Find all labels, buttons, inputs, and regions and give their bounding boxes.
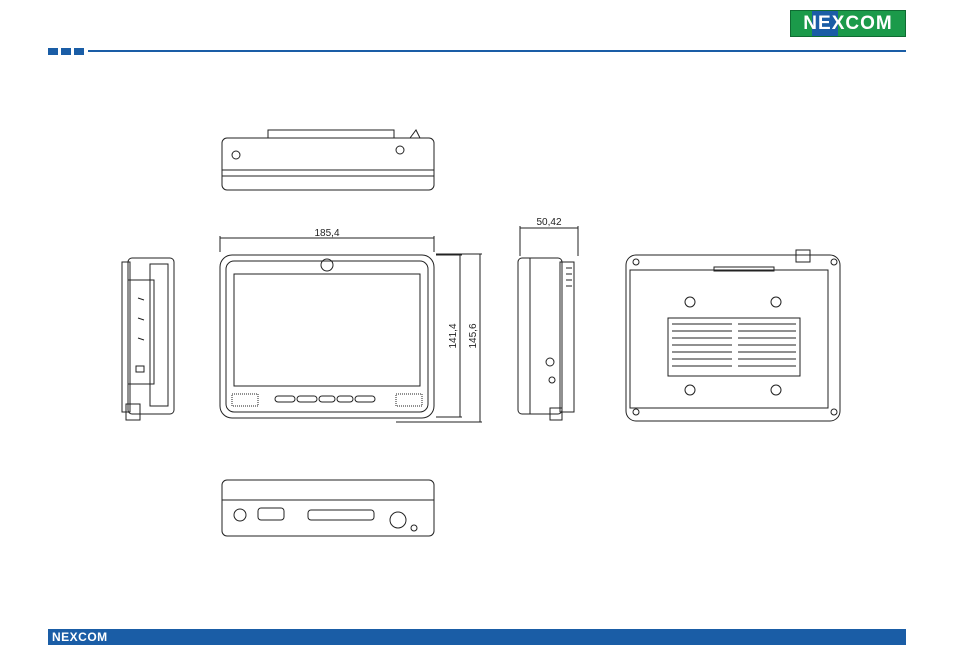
front-view [220,236,482,422]
bottom-view [222,480,434,536]
footer-bar: NEXCOM [48,629,906,645]
rear-view [626,250,840,421]
dim-height-inner-label: 141,4 [448,323,459,348]
top-view [222,130,434,190]
left-side-view [122,258,174,420]
dim-width-label: 185,4 [314,228,339,239]
dim-height-outer-label: 145,6 [468,323,479,348]
dim-depth-label: 50,42 [536,217,561,228]
right-side-view [518,226,578,420]
footer-logo: NEXCOM [52,629,108,645]
